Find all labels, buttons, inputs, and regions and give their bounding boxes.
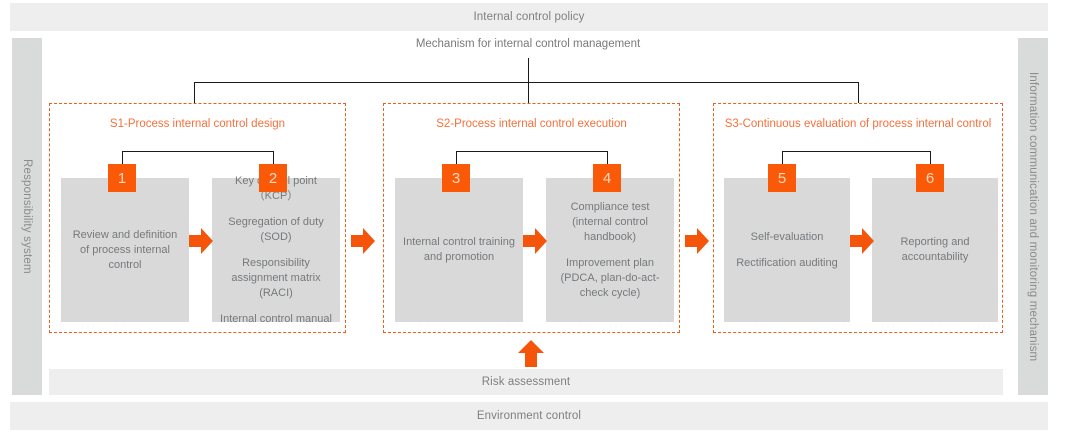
band-risk-assessment-label: Risk assessment: [481, 376, 571, 388]
step-badge-5: 5: [768, 164, 796, 192]
stage-title-s2: S2-Process internal control execution: [436, 118, 627, 130]
step-2-line-2: Segregation of duty (SOD): [228, 215, 324, 243]
band-environment-control: Environment control: [10, 402, 1048, 430]
stage-title-s3: S3-Continuous evaluation of process inte…: [724, 118, 992, 130]
stage2-step-connector-drop-4: [606, 151, 608, 165]
step-3-line-1: Internal control training and promotion: [403, 236, 515, 263]
stage-box-s3: S3-Continuous evaluation of process inte…: [713, 103, 1003, 333]
stage-title-s1: S1-Process internal control design: [109, 118, 286, 130]
step-6-line-1: Reporting and accountability: [900, 236, 970, 263]
arrow-step5-to-step6: [850, 228, 874, 254]
stage1-step-connector-drop-1: [121, 151, 123, 165]
step-1-line-1: Review and definition of process interna…: [72, 228, 178, 271]
side-panel-responsibility-system: Responsibility system: [12, 38, 42, 395]
step-2-line-4: Internal control manual: [220, 312, 332, 325]
connector-horizontal-main: [194, 82, 859, 84]
stage3-step-connector-drop-6: [929, 151, 931, 165]
side-panel-information-communication: Information communication and monitoring…: [1018, 38, 1048, 395]
arrow-risk-assessment-up: [518, 340, 544, 367]
step-badge-1: 1: [108, 164, 136, 192]
step-2-line-3: Responsibility assignment matrix (RACI): [231, 256, 321, 299]
arrow-step1-to-step2: [189, 228, 213, 254]
stage1-step-connector-drop-2: [272, 151, 274, 165]
side-panel-responsibility-system-label: Responsibility system: [21, 159, 33, 274]
stage-box-s1: S1-Process internal control design: [49, 103, 346, 333]
step-badge-4: 4: [593, 164, 621, 192]
mechanism-label: Mechanism for internal control managemen…: [415, 38, 641, 50]
connector-drop-stage2: [527, 82, 529, 103]
step-5-line-1: Self-evaluation: [750, 230, 824, 243]
band-internal-control-policy: Internal control policy: [10, 3, 1048, 31]
step-box-2[interactable]: Key control point（KCP） Segregation of du…: [212, 175, 340, 325]
step-5-line-2: Rectification auditing: [736, 256, 838, 269]
stage2-step-connector-horizontal: [455, 151, 608, 153]
step-badge-3: 3: [442, 164, 470, 192]
side-panel-information-communication-label: Information communication and monitoring…: [1027, 71, 1039, 362]
band-internal-control-policy-label: Internal control policy: [473, 11, 585, 23]
connector-stem-vertical: [527, 58, 529, 83]
step-badge-2: 2: [259, 164, 287, 192]
connector-drop-stage3: [857, 82, 859, 103]
step-badge-6: 6: [916, 164, 944, 192]
step-box-3[interactable]: Internal control training and promotion: [395, 178, 523, 322]
band-environment-control-label: Environment control: [476, 410, 582, 422]
step-box-5[interactable]: Self-evaluation Rectification auditing: [724, 178, 850, 322]
step-box-1[interactable]: Review and definition of process interna…: [61, 178, 189, 322]
arrow-stage1-to-stage2: [351, 228, 375, 254]
arrow-step3-to-step4: [523, 228, 547, 254]
stage3-step-connector-horizontal: [781, 151, 931, 153]
stage3-step-connector-drop-5: [781, 151, 783, 165]
step-box-6[interactable]: Reporting and accountability: [872, 178, 998, 322]
band-risk-assessment: Risk assessment: [49, 369, 1003, 395]
arrow-stage2-to-stage3: [685, 228, 709, 254]
stage-box-s2: S2-Process internal control execution: [383, 103, 680, 333]
stage1-step-connector-horizontal: [121, 151, 274, 153]
stage2-step-connector-drop-3: [455, 151, 457, 165]
step-4-line-1: Compliance test (internal control handbo…: [570, 200, 650, 243]
connector-drop-stage1: [194, 82, 196, 103]
step-box-4[interactable]: Compliance test (internal control handbo…: [546, 178, 674, 322]
step-4-line-2: Improvement plan (PDCA, plan-do-act-chec…: [560, 256, 660, 299]
